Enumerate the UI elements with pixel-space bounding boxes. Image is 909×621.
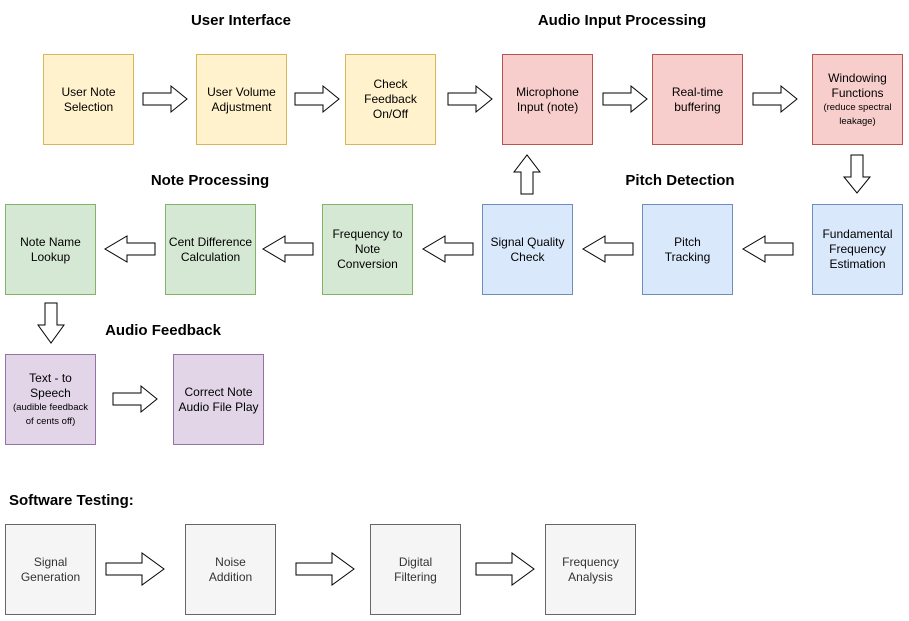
node-frequency-analysis: Frequency Analysis [545, 524, 636, 615]
node-pitch-tracking: Pitch Tracking [642, 204, 733, 295]
node-label-line: Signal [33, 554, 68, 569]
header-user-interface: User Interface [190, 12, 292, 29]
node-label-line: Fundamental [822, 227, 893, 241]
node-fundamental-frequency: Fundamental Frequency Estimation [812, 204, 903, 295]
node-check-feedback: Check Feedback On/Off [345, 54, 436, 145]
node-label-line: Pitch [674, 234, 701, 249]
node-label-line: Lookup [30, 249, 71, 264]
node-label-line: Feedback [364, 92, 417, 106]
node-label-line: Estimation [829, 257, 886, 271]
node-label-line: Filtering [394, 569, 437, 584]
node-sublabel-line: (reduce spectral [823, 101, 892, 113]
node-noise-addition: Noise Addition [185, 524, 276, 615]
arrow-down-icon [842, 154, 872, 194]
node-label-line: Selection [63, 99, 114, 114]
node-label-line: Windowing [828, 70, 887, 85]
node-label-line: Microphone [516, 84, 579, 99]
arrow-right-icon [105, 552, 165, 586]
node-label-line: Cent Difference [168, 234, 253, 249]
node-signal-quality-check: Signal Quality Check [482, 204, 573, 295]
arrow-left-icon [742, 235, 794, 263]
arrow-up-icon [512, 154, 542, 195]
node-frequency-to-note: Frequency to Note Conversion [322, 204, 413, 295]
header-note-processing: Note Processing [150, 172, 270, 189]
node-signal-generation: Signal Generation [5, 524, 96, 615]
arrow-left-icon [104, 235, 156, 263]
header-pitch-detection: Pitch Detection [625, 172, 735, 189]
node-microphone-input: Microphone Input (note) [502, 54, 593, 145]
node-label-line: Digital [398, 554, 433, 569]
node-label-line: Real-time [671, 84, 724, 99]
node-text-to-speech: Text - to Speech (audible feedback of ce… [5, 354, 96, 445]
node-label-line: User Note [61, 84, 116, 99]
arrow-right-icon [752, 84, 798, 114]
node-label-line: Note Name [20, 234, 81, 249]
header-software-testing: Software Testing: [9, 492, 134, 509]
node-label-line: Calculation [180, 249, 241, 264]
header-audio-input-processing: Audio Input Processing [537, 12, 707, 29]
node-label-line: Frequency [829, 242, 886, 256]
node-label-line: buffering [674, 99, 721, 114]
node-realtime-buffering: Real-time buffering [652, 54, 743, 145]
arrow-left-icon [262, 235, 314, 263]
node-correct-note-play: Correct Note Audio File Play [173, 354, 264, 445]
node-label-line: Frequency to [332, 227, 403, 241]
node-label-line: Conversion [337, 257, 398, 271]
node-label-line: Text - to Speech [29, 370, 72, 400]
node-windowing-functions: Windowing Functions (reduce spectral lea… [812, 54, 903, 145]
node-sublabel-line: leakage) [839, 115, 876, 127]
node-user-volume-adjustment: User Volume Adjustment [196, 54, 287, 145]
node-label-line: User Volume [207, 84, 276, 99]
arrow-right-icon [295, 552, 355, 586]
node-cent-difference: Cent Difference Calculation [165, 204, 256, 295]
arrow-left-icon [582, 235, 634, 263]
node-label-line: On/Off [372, 107, 409, 121]
node-digital-filtering: Digital Filtering [370, 524, 461, 615]
node-label-line: Correct Note [184, 384, 253, 399]
arrow-down-icon [37, 302, 65, 344]
arrow-left-icon [422, 235, 474, 263]
node-label-line: Generation [20, 569, 81, 584]
node-label-line: Functions [831, 85, 884, 100]
node-label-line: Frequency [562, 554, 619, 569]
node-label-line: Signal Quality [490, 234, 565, 249]
node-label-line: Addition [208, 569, 253, 584]
node-label-line: Adjustment [211, 99, 272, 114]
arrow-right-icon [294, 84, 340, 114]
node-label-line: Audio File Play [178, 399, 259, 414]
node-note-name-lookup: Note Name Lookup [5, 204, 96, 295]
node-label-line: Analysis [568, 569, 613, 584]
node-label-line: Input (note) [516, 99, 579, 114]
node-user-note-selection: User Note Selection [43, 54, 134, 145]
node-label-line: Noise [215, 554, 246, 569]
node-sublabel-line: (audible feedback [13, 401, 88, 413]
node-label-line: Check [510, 249, 545, 264]
node-label-line: Tracking [664, 249, 711, 264]
arrow-right-icon [142, 84, 188, 114]
node-label-line: Note [354, 242, 381, 256]
node-label-line: Check [373, 77, 408, 91]
node-sublabel-line: of cents off) [25, 415, 76, 427]
header-audio-feedback: Audio Feedback [105, 322, 221, 339]
arrow-right-icon [602, 84, 648, 114]
arrow-right-icon [447, 84, 493, 114]
arrow-right-icon [475, 552, 535, 586]
arrow-right-icon [112, 384, 158, 414]
